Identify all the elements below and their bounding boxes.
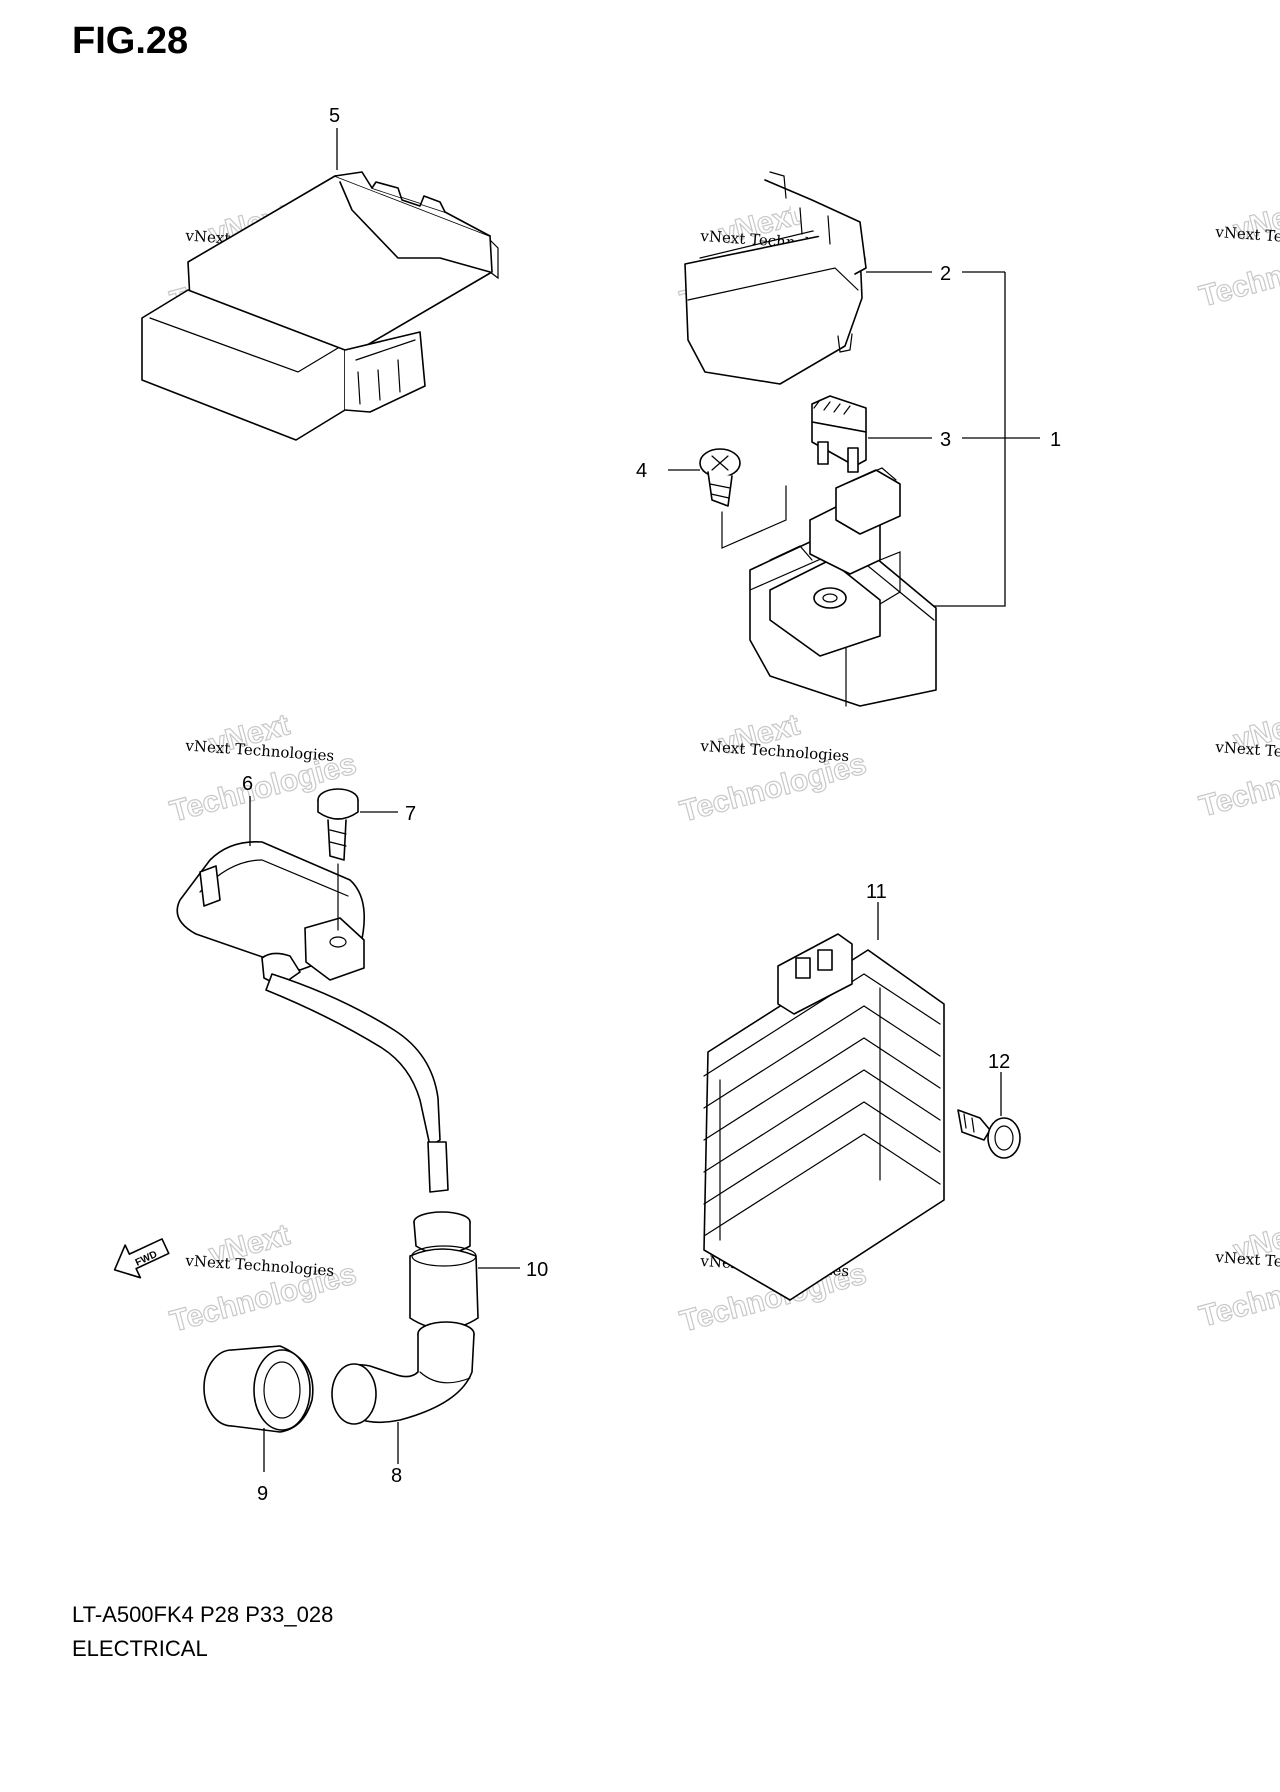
- leader-1-bracket: [934, 272, 1006, 607]
- callout-6: 6: [242, 773, 253, 795]
- callout-7: 7: [405, 803, 416, 825]
- part-7-bolt[interactable]: [317, 788, 359, 861]
- part-8-plug-cap[interactable]: [331, 1321, 475, 1425]
- callout-4: 4: [636, 460, 647, 482]
- callout-9: 9: [257, 1483, 268, 1505]
- callout-1: 1: [1050, 429, 1061, 451]
- part-2-relay-cover[interactable]: [684, 171, 867, 385]
- watermark-text: vNext Technologies: [1214, 1248, 1280, 1276]
- watermark-text: vNext Technologies: [699, 737, 850, 765]
- callout-11: 11: [866, 881, 887, 903]
- callout-12: 12: [988, 1051, 1010, 1073]
- figure-section: ELECTRICAL: [72, 1636, 208, 1658]
- callout-3: 3: [940, 429, 951, 451]
- watermark-top-right: vNext Technologies: [1195, 194, 1280, 314]
- watermark-text: vNext Technologies: [184, 736, 335, 764]
- callout-8: 8: [391, 1465, 402, 1487]
- part-3-fuse[interactable]: [811, 395, 867, 473]
- callout-5: 5: [329, 105, 340, 127]
- part-1-starter-relay[interactable]: [749, 467, 937, 707]
- part-4-screw[interactable]: [699, 448, 741, 507]
- part-6-ignition-coil[interactable]: [176, 841, 449, 1193]
- figure-code: LT-A500FK4 P28 P33_028: [72, 1602, 334, 1627]
- callout-2: 2: [940, 263, 951, 285]
- part-9-cap[interactable]: [203, 1345, 314, 1433]
- watermark-text: vNext Technologies: [1214, 223, 1280, 251]
- part-5-control-unit[interactable]: [141, 171, 499, 441]
- part-10-grommet[interactable]: [409, 1211, 479, 1330]
- callout-10: 10: [526, 1259, 548, 1281]
- part-11-regulator-rectifier[interactable]: [703, 933, 945, 1301]
- part-12-bolt[interactable]: [957, 1109, 1021, 1159]
- watermark-text: vNext Technologies: [1214, 738, 1280, 766]
- figure-title: FIG.28: [72, 20, 189, 62]
- fwd-arrow-icon: FWD: [113, 1238, 170, 1279]
- watermark-text: vNext Technologies: [184, 1251, 335, 1279]
- screw-path-line: [721, 485, 787, 549]
